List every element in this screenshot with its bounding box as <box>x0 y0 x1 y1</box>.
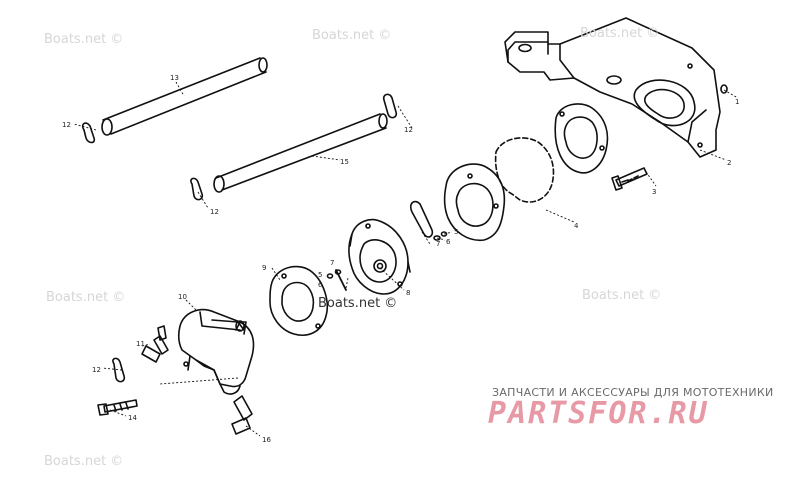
part-14-bolt <box>97 399 138 416</box>
part-4-gaskets <box>443 103 609 242</box>
brand-tagline: ЗАПЧАСТИ И АКСЕССУАРЫ ДЛЯ МОТОТЕХНИКИ <box>492 386 774 399</box>
watermark: Boats.net © <box>582 288 662 303</box>
part-11-elbow-fitting <box>141 325 169 363</box>
callout-12-b: 12 <box>404 126 413 134</box>
callout-12-c: 12 <box>210 208 219 216</box>
callout-12-a: 12 <box>62 121 71 129</box>
callout-4: 4 <box>574 222 579 230</box>
callout-16: 16 <box>262 436 271 444</box>
callout-3: 3 <box>652 188 656 196</box>
watermark: Boats.net © <box>46 290 126 305</box>
watermark: Boats.net © <box>580 26 660 41</box>
part-10-pump-body <box>177 308 255 395</box>
watermark: Boats.net © <box>44 32 124 47</box>
callout-14: 14 <box>128 414 137 422</box>
part-5-screw <box>326 273 334 279</box>
callout-7-lower: 7 <box>330 259 334 267</box>
part-9-gasket <box>269 265 328 336</box>
part-16-fitting <box>231 395 253 435</box>
callout-6-upper: 6 <box>446 238 451 246</box>
watermark-center: Boats.net © <box>318 296 398 311</box>
callout-1: 1 <box>735 98 739 106</box>
part-5-washer <box>440 231 448 237</box>
callout-labels: 1 2 3 4 5 6 7 8 9 10 11 12 12 12 12 13 1… <box>62 74 739 444</box>
callout-5-upper: 5 <box>454 228 458 236</box>
part-3-screw <box>611 167 648 191</box>
callout-10: 10 <box>178 293 187 301</box>
callout-11: 11 <box>136 340 145 348</box>
callout-13: 13 <box>170 74 179 82</box>
part-6-washer <box>433 235 441 241</box>
part-7-clip <box>409 200 434 238</box>
watermark: Boats.net © <box>312 28 392 43</box>
brand-logo[interactable]: PARTSFOR.RU <box>488 396 709 431</box>
part-8-pump-plate <box>348 218 411 295</box>
callout-9: 9 <box>262 264 266 272</box>
callout-2: 2 <box>727 159 731 167</box>
callout-5-lower: 5 <box>318 271 322 279</box>
watermark: Boats.net © <box>44 454 124 469</box>
callout-7-upper: 7 <box>436 240 440 248</box>
callout-12-d: 12 <box>92 366 101 374</box>
part-13-hose <box>101 57 268 136</box>
part-12-clamps <box>81 93 398 383</box>
leader-lines <box>73 81 739 437</box>
part-1-washer <box>720 84 728 94</box>
callout-15: 15 <box>340 158 349 166</box>
part-6-nut <box>334 269 342 275</box>
part-15-hose <box>213 113 388 193</box>
callout-8: 8 <box>406 289 410 297</box>
callout-6-lower: 6 <box>318 281 323 289</box>
